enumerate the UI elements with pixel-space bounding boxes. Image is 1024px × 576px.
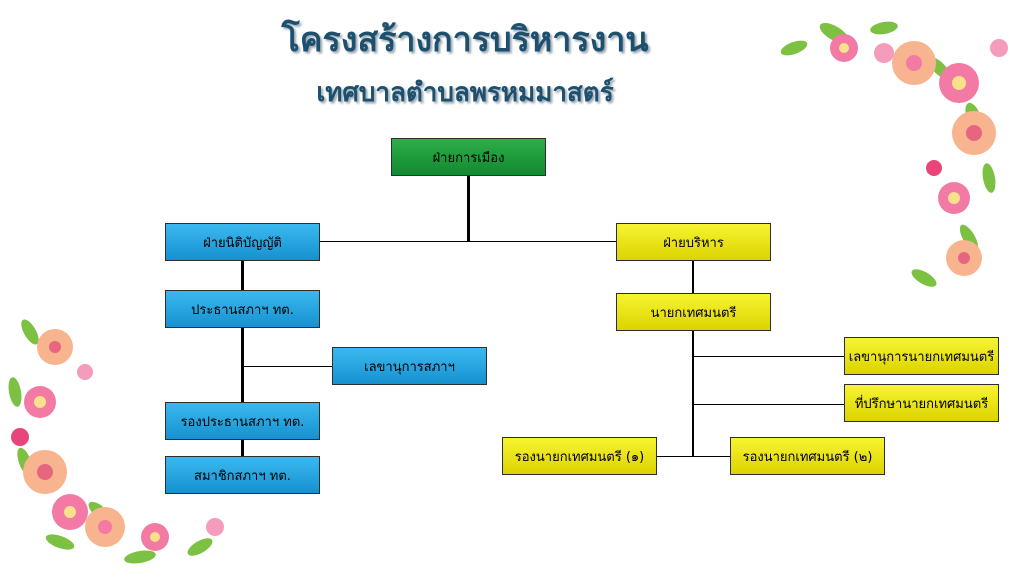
connector-branches-horizontal <box>320 241 616 242</box>
executive-branch-box: ฝ่ายบริหาร <box>616 223 771 261</box>
deputy-mayor-1-box: รองนายกเทศมนตรี (๑) <box>502 437 657 475</box>
page-title: โครงสร้างการบริหารงาน <box>281 20 649 60</box>
deputy-mayor-2-box: รองนายกเทศมนตรี (๒) <box>730 437 885 475</box>
connector-mayor-advisor <box>694 404 844 405</box>
legislative-branch-box: ฝ่ายนิติบัญญัติ <box>165 223 320 261</box>
flower-corner-bottom-left-icon <box>8 319 224 564</box>
mayor-secretary-box: เลขานุการนายกเทศมนตรี <box>844 337 999 375</box>
connector-deputies-horizontal <box>656 456 730 457</box>
flower-corner-top-right-icon <box>780 21 1008 287</box>
connector-mayor-secretary <box>694 356 844 357</box>
connector-council-down <box>241 328 244 402</box>
council-secretary-box: เลขานุการสภาฯ <box>332 347 487 385</box>
political-branch-box: ฝ่ายการเมือง <box>391 138 546 176</box>
connector-vice-to-member <box>241 440 244 456</box>
page-subtitle: เทศบาลตำบลพรหมมาสตร์ <box>316 78 614 108</box>
connector-legislative-down <box>241 260 244 290</box>
council-president-box: ประธานสภาฯ ทต. <box>165 290 320 328</box>
council-member-box: สมาชิกสภาฯ ทต. <box>165 456 320 494</box>
connector-executive-down <box>692 261 694 293</box>
mayor-advisor-box: ที่ปรึกษานายกเทศมนตรี <box>844 384 999 422</box>
mayor-box: นายกเทศมนตรี <box>616 293 771 331</box>
connector-political-down <box>467 176 470 242</box>
connector-council-secretary <box>243 366 333 367</box>
connector-mayor-down <box>692 331 694 457</box>
council-vice-president-box: รองประธานสภาฯ ทต. <box>165 402 320 440</box>
